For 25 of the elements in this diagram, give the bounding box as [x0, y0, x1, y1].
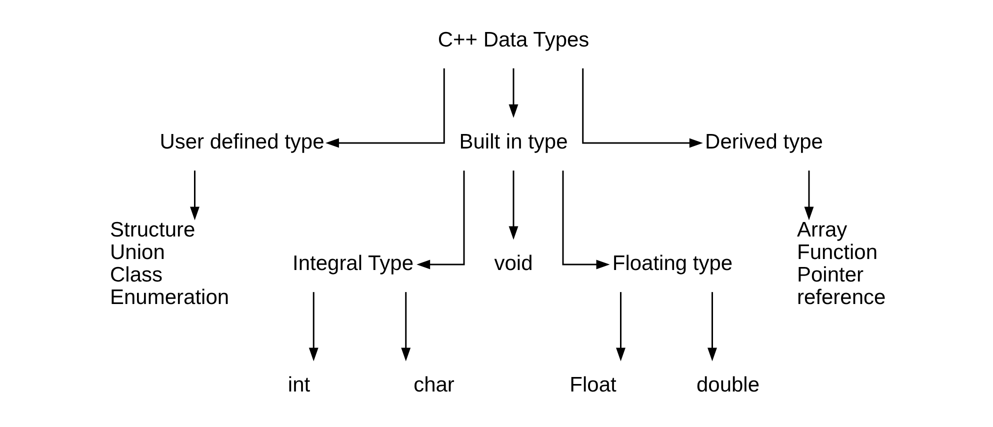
arrow — [616, 292, 625, 362]
node-text: Derived type — [704, 130, 822, 154]
node-text: double — [696, 374, 760, 397]
node-text: Structure Union Class Enumeration — [110, 218, 229, 309]
arrow — [308, 292, 318, 362]
node-text: Floating type — [612, 252, 732, 276]
arrow — [508, 68, 518, 118]
arrow — [190, 170, 199, 220]
node-text: char — [413, 374, 454, 397]
node-text: Built in type — [458, 130, 568, 154]
node-text: C++ Data Types — [437, 28, 589, 52]
node-text: User defined type — [159, 130, 324, 154]
arrow — [508, 170, 518, 240]
arrow — [804, 170, 814, 220]
node-text: void — [494, 252, 532, 276]
node-text: Array Function Pointer reference — [796, 218, 886, 309]
arrow — [400, 292, 410, 362]
node-text: Float — [569, 374, 616, 397]
node-text: int — [287, 374, 310, 397]
arrow — [707, 292, 716, 362]
arrow — [416, 170, 464, 270]
arrow — [324, 68, 444, 148]
arrow — [562, 170, 610, 270]
node-text: Integral Type — [292, 252, 414, 276]
arrow — [582, 68, 702, 148]
